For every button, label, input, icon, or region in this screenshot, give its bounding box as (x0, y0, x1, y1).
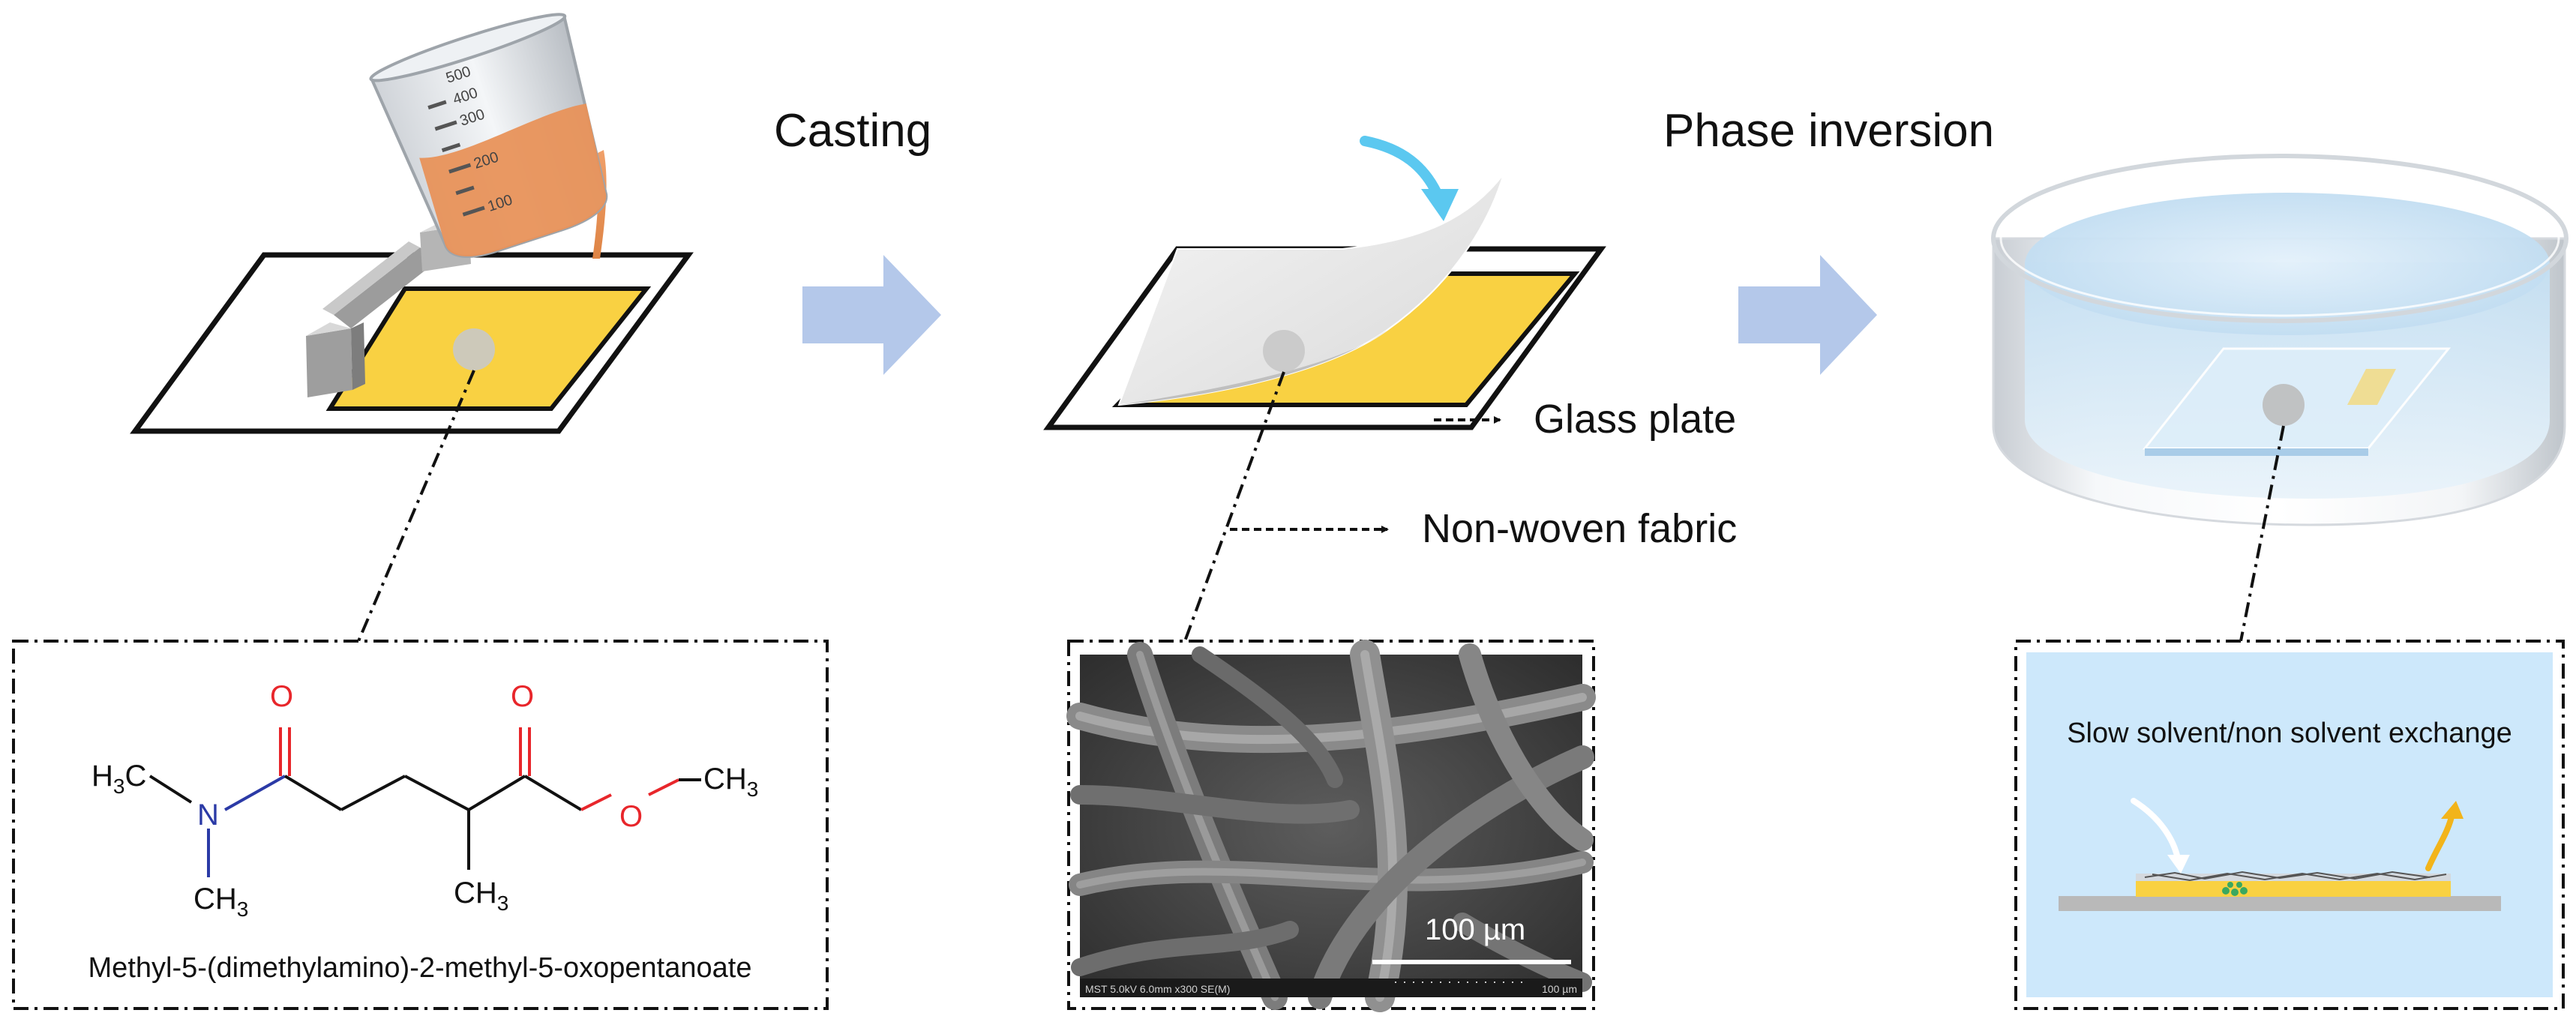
leader-line-2 (1183, 371, 1285, 642)
peel-curve-arrow (1360, 136, 1444, 202)
process-arrow-2 (1738, 255, 1877, 375)
atom-oxygen-carbonyl: O (511, 680, 534, 713)
casting-knife (306, 217, 471, 397)
sem-footer-info: MST 5.0kV 6.0mm x300 SE(M) (1085, 983, 1230, 995)
casting-step: 100 200 300 400 500 (130, 13, 694, 642)
atom-oxygen-amide: O (270, 680, 293, 713)
sem-footer-scale: 100 µm (1542, 983, 1577, 995)
sample-spot-2 (1263, 330, 1305, 372)
exchange-label: Slow solvent/non solvent exchange (2067, 718, 2512, 749)
sample-spot-3 (2263, 384, 2305, 426)
step-label-phase-inversion: Phase inversion (1663, 105, 1994, 157)
leader-line-1 (357, 370, 475, 642)
label-glass-plate: Glass plate (1534, 397, 1736, 442)
peel-curve-arrowhead (1421, 189, 1459, 221)
leader-line-3 (2239, 425, 2285, 642)
exchange-illustration (2059, 798, 2501, 911)
beaker-graduations (427, 100, 485, 217)
glass-substrate (2059, 896, 2501, 911)
atom-nitrogen: N (197, 799, 219, 832)
sem-image (1066, 640, 1596, 1012)
molecule-structure (148, 727, 701, 877)
fabric-step (1043, 136, 1606, 642)
group-ch3-ester: CH3 (703, 763, 758, 801)
group-h3c: H3C (91, 760, 146, 798)
scale-bar-label: 100 µm (1425, 913, 1525, 946)
step-label-casting: Casting (774, 105, 931, 157)
sample-spot-1 (453, 328, 495, 370)
fabric-layer (2136, 874, 2451, 881)
coagulation-bath (1991, 154, 2569, 642)
group-ch3-n: CH3 (193, 883, 248, 921)
atom-oxygen-ester: O (619, 800, 643, 833)
molecule-panel (12, 640, 829, 1010)
molecule-name: Methyl-5-(dimethylamino)-2-methyl-5-oxop… (88, 952, 752, 984)
nonsolvent-surface (2025, 193, 2550, 335)
process-arrow-1 (802, 255, 941, 375)
beaker: 100 200 300 400 500 (369, 13, 608, 258)
label-non-woven-fabric: Non-woven fabric (1422, 506, 1737, 551)
group-ch3-methyl: CH3 (454, 877, 508, 915)
